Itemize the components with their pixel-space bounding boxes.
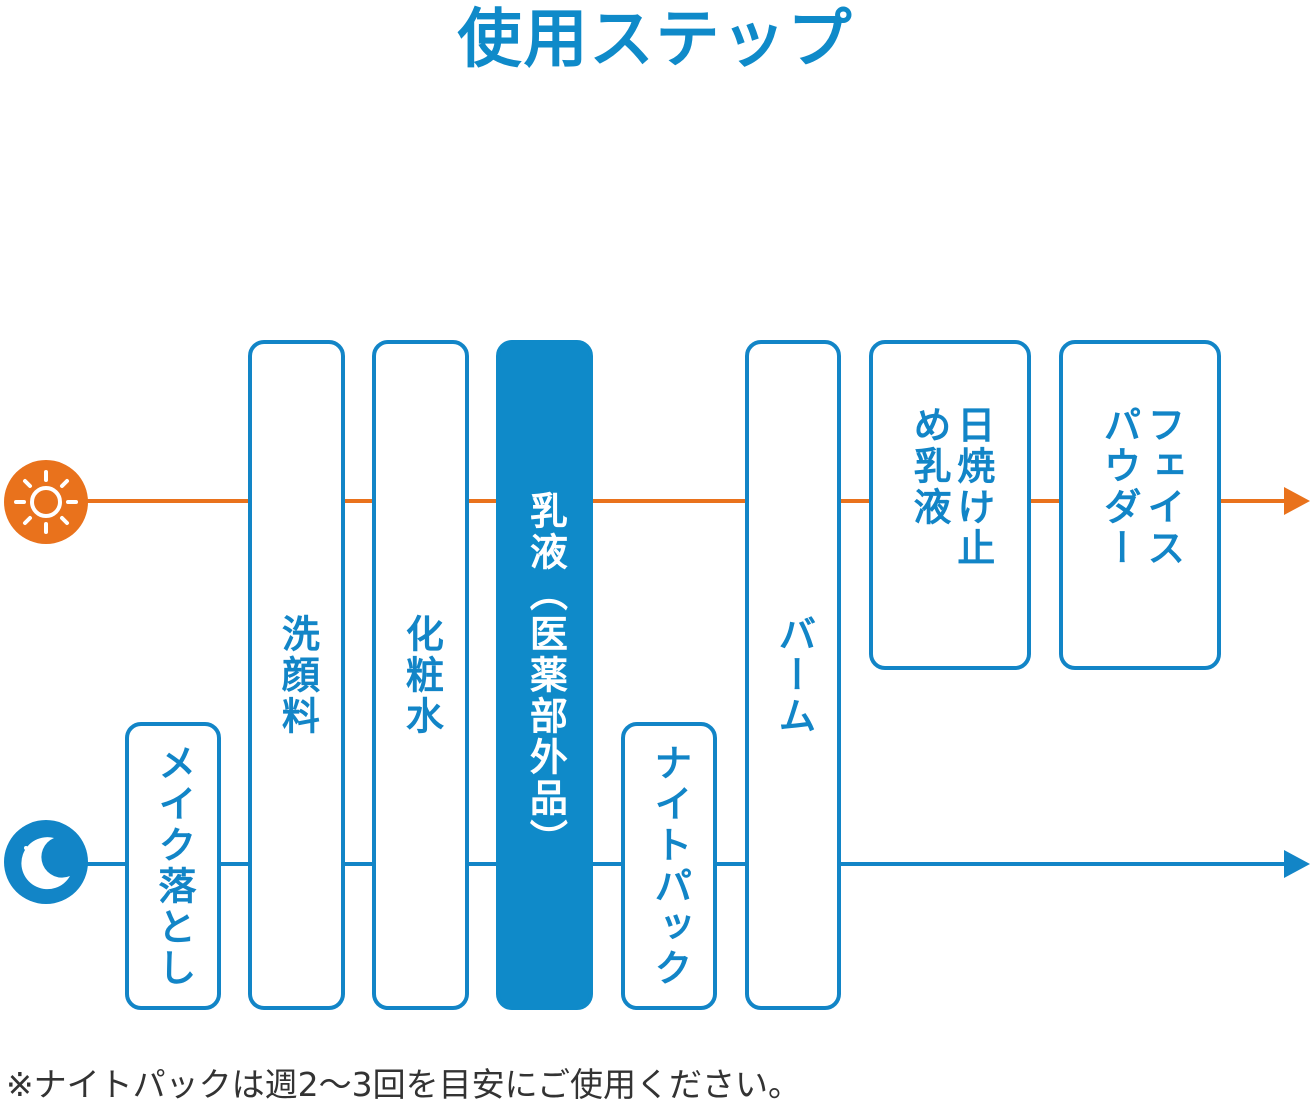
step-label: 化粧水 [399, 613, 444, 737]
step-emulsion-highlighted: 乳液（医薬部外品） [496, 340, 593, 1010]
sun-icon [4, 460, 88, 544]
step-label: 乳液（医薬部外品） [523, 490, 568, 860]
step-balm: バーム [745, 340, 841, 1010]
morning-route-line [80, 499, 1290, 503]
step-sunscreen-emulsion: 日焼け止め乳液 [869, 340, 1031, 670]
morning-arrow-icon [1284, 487, 1310, 515]
step-label: 日焼け止め乳液 [907, 405, 995, 569]
moon-icon [4, 820, 88, 904]
night-arrow-icon [1284, 850, 1310, 878]
step-face-powder: フェイスパウダー [1059, 340, 1221, 670]
step-label: ナイトパック [647, 743, 692, 989]
step-makeup-remover: メイク落とし [125, 722, 221, 1010]
step-label: 洗顔料 [275, 613, 320, 737]
step-face-wash: 洗顔料 [248, 340, 345, 1010]
step-toner: 化粧水 [372, 340, 469, 1010]
step-label: メイク落とし [151, 743, 196, 989]
step-night-pack: ナイトパック [621, 722, 717, 1010]
step-label: フェイスパウダー [1097, 405, 1185, 569]
footnote: ※ナイトパックは週2〜3回を目安にご使用ください。 [6, 1065, 801, 1104]
page-title: 使用ステップ [457, 3, 854, 77]
step-label: バーム [771, 613, 816, 737]
